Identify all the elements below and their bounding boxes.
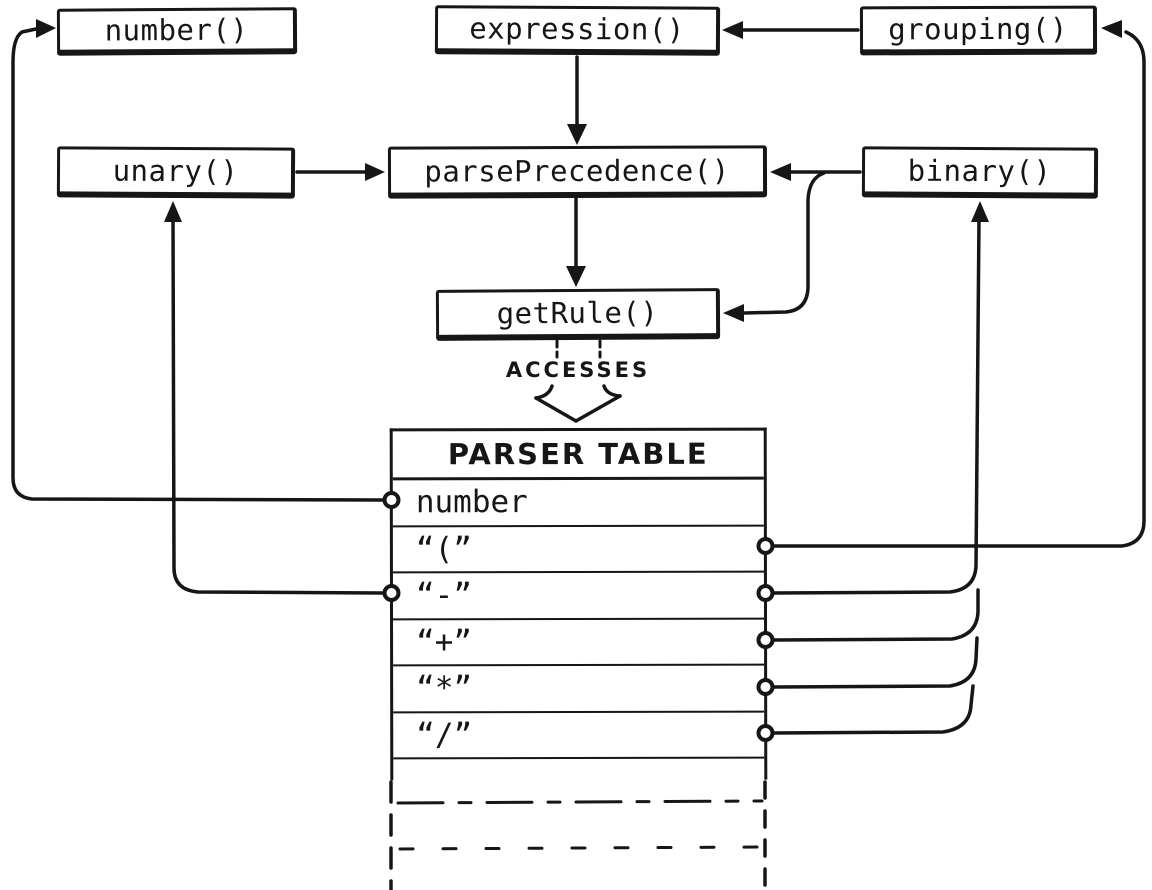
- edge-tablerow-minus-to-binary: [771, 217, 981, 595]
- table-row-slash-label: “/”: [416, 716, 473, 754]
- table-row-plus-label: “+”: [416, 623, 473, 661]
- edge-tablerow-lparen-to-grouping: [771, 30, 1146, 548]
- node-binary-label: binary(): [907, 153, 1052, 189]
- accesses-label: ACCESSES: [505, 358, 651, 382]
- accesses-arrow-hook-left: [534, 384, 554, 400]
- node-get-rule: getRule(): [435, 288, 721, 341]
- table-row-minus: “-”: [392, 572, 765, 620]
- node-unary-label: unary(): [112, 153, 239, 189]
- node-parse-precedence: parsePrecedence(): [387, 145, 768, 199]
- edge-tablerow-number-to-number: [11, 27, 386, 502]
- arrowhead-into-number: [36, 19, 56, 38]
- node-grouping: grouping(): [859, 5, 1098, 56]
- table-fade-row-line-2: [398, 845, 759, 851]
- parser-table-title: PARSER TABLE: [392, 430, 764, 481]
- arrowhead-into-parseprecedence-right: [770, 163, 791, 181]
- node-binary: binary(): [861, 146, 1099, 199]
- table-row-lparen: “(”: [392, 526, 764, 574]
- arrowhead-into-grouping: [1101, 20, 1122, 38]
- accesses-arrow-v: [534, 394, 622, 423]
- arrowhead-into-getrule-right: [723, 304, 744, 322]
- arrowhead-into-expression: [722, 21, 743, 39]
- arrowhead-into-binary: [971, 201, 989, 222]
- node-expression: expression(): [434, 5, 721, 56]
- table-row-number-label: number: [415, 484, 528, 521]
- node-unary: unary(): [56, 146, 296, 199]
- accesses-arrow-hook-right: [602, 384, 622, 398]
- table-row-lparen-label: “(”: [415, 530, 472, 568]
- node-number-label: number(): [104, 12, 249, 48]
- table-fade-row-line-1: [396, 799, 764, 805]
- table-row-slash: “/”: [393, 712, 765, 760]
- edge-tablerow-slash-to-binary: [771, 684, 975, 735]
- table-row-number: number: [392, 479, 764, 527]
- node-number: number(): [56, 7, 298, 56]
- table-row-star-label: “*”: [416, 670, 473, 707]
- arrowhead-into-parseprecedence-top: [567, 124, 587, 145]
- node-expression-label: expression(): [469, 11, 685, 47]
- edge-tablerow-star-to-binary: [771, 636, 979, 689]
- table-row-minus-label: “-”: [415, 577, 473, 614]
- arrowhead-into-parseprecedence-left: [365, 163, 385, 181]
- parser-table: PARSER TABLE number “(” “-” “+” “*” “/”: [389, 427, 768, 781]
- node-get-rule-label: getRule(): [496, 295, 659, 331]
- table-row-plus: “+”: [393, 619, 765, 667]
- arrowhead-into-unary: [164, 201, 182, 222]
- edge-tablerow-plus-to-binary: [771, 588, 980, 642]
- node-grouping-label: grouping(): [888, 11, 1068, 47]
- table-row-star: “*”: [393, 665, 765, 713]
- arrowhead-into-getrule-top: [566, 266, 586, 287]
- node-parse-precedence-label: parsePrecedence(): [424, 152, 730, 189]
- edge-tablerow-minus-to-unary: [171, 217, 386, 595]
